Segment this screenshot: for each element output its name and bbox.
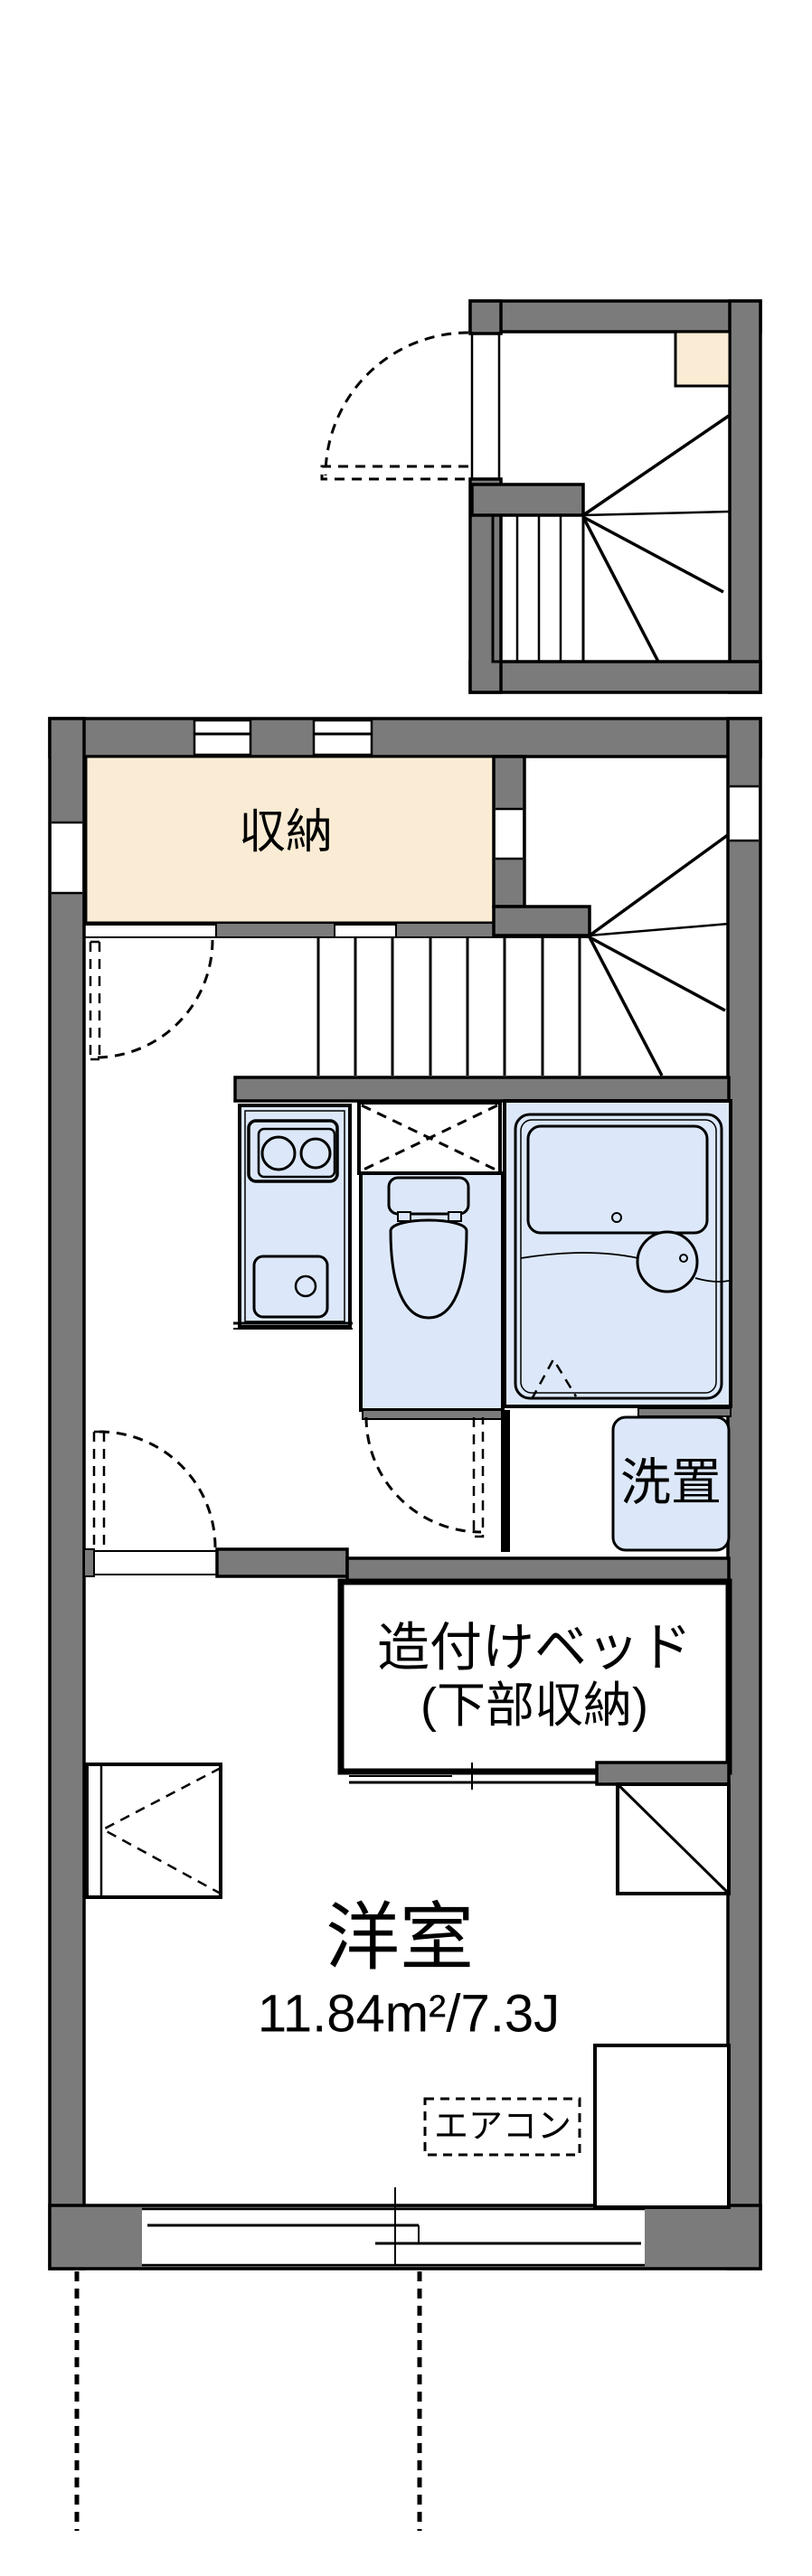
entry-door: [89, 939, 214, 1061]
toilet-room: [359, 1171, 505, 1420]
aircon-box: エアコン: [423, 2097, 581, 2157]
room-door: [92, 1430, 217, 1548]
bed-front-sliding-doors: [349, 1763, 597, 1790]
bathroom: [503, 1099, 732, 1417]
room-door-swing-arc: [99, 1430, 217, 1548]
washer-space-label: 洗置: [620, 1454, 722, 1511]
left-wall-window: [52, 821, 82, 895]
room-door-leaf: [92, 1430, 106, 1547]
refrigerator-space: [357, 1101, 502, 1175]
upper-winder-line: [581, 516, 660, 663]
bed-side-wall: [595, 1761, 731, 1786]
winder-line: [589, 922, 730, 937]
washroom-door-leaf: [472, 1417, 485, 1538]
winder-line: [589, 935, 726, 1012]
kitchen-counter: [233, 1104, 353, 1330]
kitchen-sink: [252, 1255, 329, 1319]
main-wall-top: [48, 717, 762, 758]
upper-door-swing-arc: [324, 331, 469, 476]
main-unit: 収納: [48, 717, 762, 2531]
upper-wall-left-stub: [468, 299, 503, 335]
upper-winder-line: [582, 515, 724, 594]
wardrobe-door-mark: [100, 1766, 222, 1895]
hall-top-band: [84, 905, 591, 938]
upper-wall-bottom: [468, 660, 762, 694]
upper-corner-cabinet: [674, 330, 732, 388]
stove-burners: [247, 1119, 339, 1183]
bed-label-line2: (下部収納): [420, 1678, 648, 1733]
bath-floor-line2: [694, 1277, 730, 1283]
upper-wall-right: [728, 299, 762, 694]
top-window-2: [312, 719, 373, 757]
top-window-1: [193, 719, 252, 757]
washroom-door: [364, 1416, 485, 1538]
toilet: [387, 1176, 470, 1320]
upper-door-leaf: [320, 465, 468, 481]
closet-label: 収納: [239, 806, 333, 859]
winder-line: [588, 832, 731, 937]
main-wall-right: [726, 717, 762, 2270]
upper-stairwell: [320, 299, 762, 694]
aircon-label: エアコン: [434, 2108, 571, 2146]
staircase: [316, 832, 731, 1076]
bath-drain-circle: [636, 1230, 699, 1293]
closet-stair-wall-window: [496, 807, 523, 860]
upper-landing-wall: [470, 483, 585, 517]
winder-line: [588, 936, 664, 1076]
main-wall-left: [48, 717, 86, 2270]
closet-room: [84, 755, 496, 925]
upper-winder-line: [582, 414, 730, 517]
stair-landing-wall: [492, 905, 591, 937]
bathtub: [514, 1113, 723, 1400]
kitchen-wall-band: [233, 1076, 731, 1103]
washroom-door-swing-arc: [364, 1416, 482, 1534]
entry-door-leaf: [89, 940, 101, 1061]
washroom-partition-wall: [501, 1410, 510, 1552]
upper-wall-top: [468, 299, 762, 334]
corner-window-box: [616, 1782, 731, 1895]
bed-label-line1: 造付けベッド: [377, 1619, 692, 1678]
upper-winder-line: [582, 510, 730, 517]
bath-floor-line: [520, 1252, 639, 1259]
wardrobe: [85, 1763, 222, 1899]
window-bay-box: [593, 2044, 731, 2209]
main-room-label: 洋室: [326, 1897, 474, 1979]
bath-threshold: [637, 1407, 732, 1417]
entry-door-swing-arc: [94, 939, 214, 1059]
built-in-bed: 造付けベッド (下部収納): [337, 1578, 732, 1790]
bath-folding-door-mark: [530, 1357, 578, 1400]
washer-space: 洗置: [611, 1415, 731, 1552]
right-wall-window: [730, 785, 759, 842]
bottom-sliding-window: [142, 2187, 645, 2267]
main-room-area-label: 11.84m²/7.3J: [258, 1985, 560, 2044]
